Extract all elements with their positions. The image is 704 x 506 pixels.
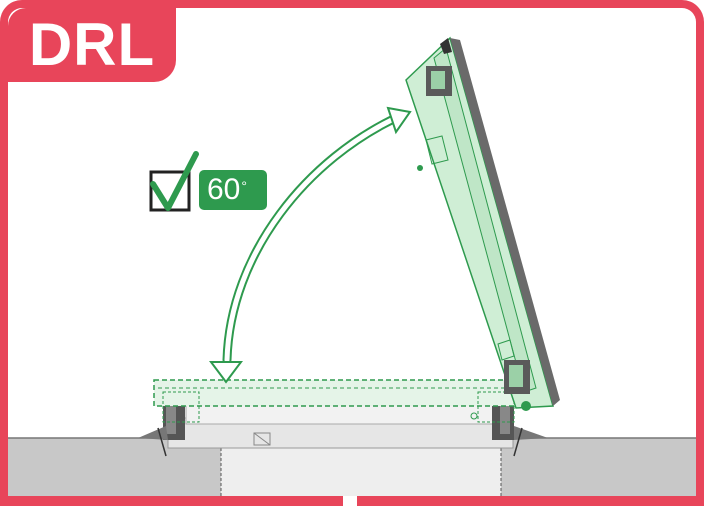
product-badge: DRL: [8, 8, 176, 82]
checkbox-checked-icon: [149, 151, 199, 212]
bottom-border-gap: [343, 496, 357, 506]
hatch-diagram: [8, 36, 696, 506]
open-lid-panel: [405, 36, 560, 411]
closed-lid-outline: [153, 379, 530, 423]
angle-value: 60: [207, 173, 241, 206]
curb-frame: [138, 400, 548, 457]
angle-unit: °: [241, 178, 247, 194]
opening-angle-badge: 60°: [199, 170, 267, 210]
opening-arc-arrow-icon: [209, 106, 412, 384]
